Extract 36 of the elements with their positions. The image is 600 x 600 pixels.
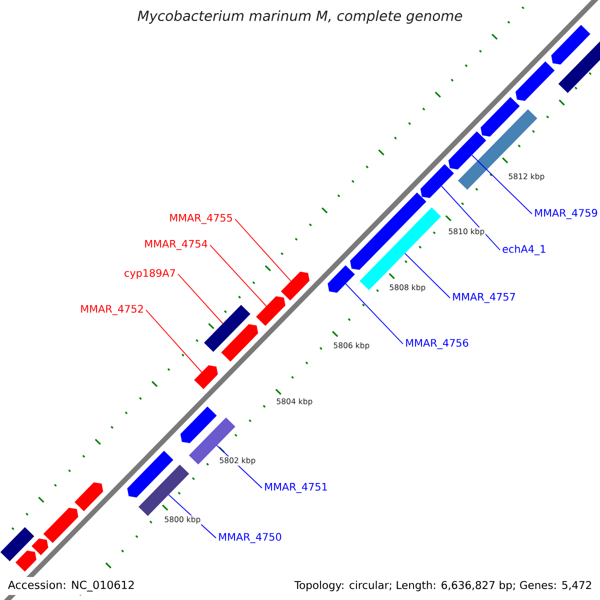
gene-block bbox=[74, 482, 104, 512]
gene-block bbox=[420, 164, 454, 198]
leader-line bbox=[210, 244, 267, 307]
gene-label: MMAR_4757 bbox=[453, 293, 515, 303]
gene-block bbox=[516, 61, 555, 101]
gene-block bbox=[32, 538, 48, 556]
gene-label: MMAR_4754 bbox=[145, 240, 208, 250]
gene-label: echA4_1 bbox=[502, 244, 546, 256]
gene-block bbox=[180, 406, 217, 444]
gene-block bbox=[221, 324, 258, 362]
gene-block bbox=[551, 24, 590, 64]
gene-label: MMAR_4755 bbox=[170, 214, 232, 224]
gene-bar bbox=[558, 40, 600, 93]
gene-block bbox=[448, 131, 486, 170]
leader-line bbox=[441, 186, 500, 250]
gene-label: MMAR_4759 bbox=[535, 208, 598, 220]
gene-block bbox=[350, 192, 426, 270]
gene-block bbox=[256, 296, 286, 326]
gene-label: MMAR_4752 bbox=[81, 304, 143, 316]
gene-block bbox=[194, 365, 218, 390]
gene-block bbox=[328, 265, 355, 293]
footer-text: Topology: circular; Length: 6,636,827 bp; Genes: 5,472 bbox=[290, 577, 596, 595]
leader-line bbox=[345, 283, 404, 344]
leader-line bbox=[471, 154, 532, 214]
gene-label: cyp189A7 bbox=[124, 269, 175, 279]
gene-block bbox=[480, 97, 520, 137]
leader-line bbox=[404, 252, 450, 298]
gene-label: MMAR_4750 bbox=[219, 532, 282, 544]
leader-line bbox=[234, 218, 292, 282]
gene-block bbox=[127, 450, 174, 498]
leader-line bbox=[178, 274, 224, 324]
gene-label: MMAR_4751 bbox=[265, 483, 327, 493]
gene-label: MMAR_4756 bbox=[406, 338, 468, 350]
title: Mycobacterium marinum M, complete genome bbox=[138, 10, 462, 24]
leader-line bbox=[146, 310, 202, 373]
footer-text: Accession: NC_010612 bbox=[4, 576, 138, 596]
